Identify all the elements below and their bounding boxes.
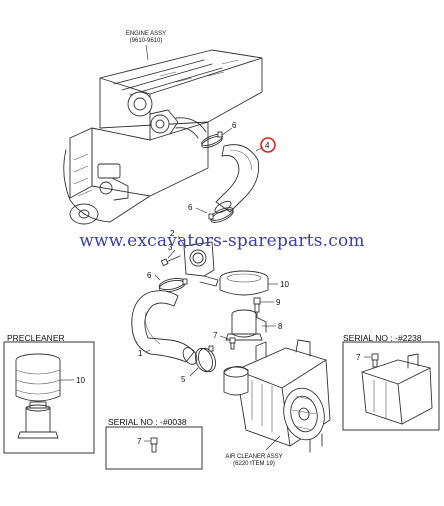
callout-10: 10: [280, 280, 289, 289]
watermark-text: www.excavators-spareparts.com: [79, 231, 364, 251]
serial-box-right: SERIAL NO : -#2238 7: [342, 333, 440, 431]
clamp-top: [201, 131, 223, 148]
callout-5: 5: [181, 375, 186, 384]
serial-box-right-title: SERIAL NO : -#2238: [343, 333, 422, 343]
callout-6-low: 6: [147, 271, 152, 280]
serial-box-bottom: SERIAL NO : -#0038 7: [105, 417, 203, 470]
clamp-mid: [208, 207, 234, 223]
precleaner-callout-10: 10: [76, 376, 85, 385]
hose-lower-group: 6 1 5: [131, 271, 217, 384]
body-8: [225, 309, 267, 341]
callout-6-mid: 6: [188, 203, 193, 212]
precleaner-stack: 10 9 8 7: [213, 270, 289, 350]
cap-10: [219, 270, 269, 296]
callout-6-top: 6: [232, 121, 237, 130]
callout-7: 7: [213, 331, 218, 340]
callout-3: 3: [168, 243, 173, 252]
sensor-9: [253, 297, 261, 319]
air-cleaner-assembly: AIR CLEANER ASSY (6220 ITEM 19): [223, 339, 331, 467]
serial-box-right-callout-7: 7: [356, 353, 361, 362]
callout-1: 1: [138, 349, 143, 358]
engine-assy-title: ENGINE ASSY: [126, 31, 166, 37]
precleaner-title: PRECLEANER: [7, 333, 65, 343]
switch-7: [229, 337, 236, 350]
clamp-5: [194, 345, 217, 373]
hose-upper-group: 6 4 6: [188, 121, 276, 223]
callout-8: 8: [278, 322, 283, 331]
callout-2: 2: [170, 229, 175, 238]
hose-lower: [131, 290, 198, 365]
callout-4: 4: [265, 141, 270, 150]
serial-box-bottom-title: SERIAL NO : -#0038: [108, 417, 187, 427]
precleaner-box: PRECLEANER 10: [3, 333, 95, 454]
air-cleaner-title: AIR CLEANER ASSY: [225, 454, 282, 460]
air-cleaner-ref: (6220 ITEM 19): [233, 461, 275, 467]
highlight-circle-4: [260, 137, 276, 153]
bracket-group: 2 3: [160, 229, 219, 287]
clamp-low: [158, 277, 188, 293]
hose-upper: [214, 144, 260, 214]
serial-box-bottom-callout-7: 7: [137, 437, 142, 446]
engine-assembly: ENGINE ASSY (9610-9610): [63, 31, 263, 225]
engine-assy-ref: (9610-9610): [130, 38, 163, 44]
callout-9: 9: [276, 298, 281, 307]
